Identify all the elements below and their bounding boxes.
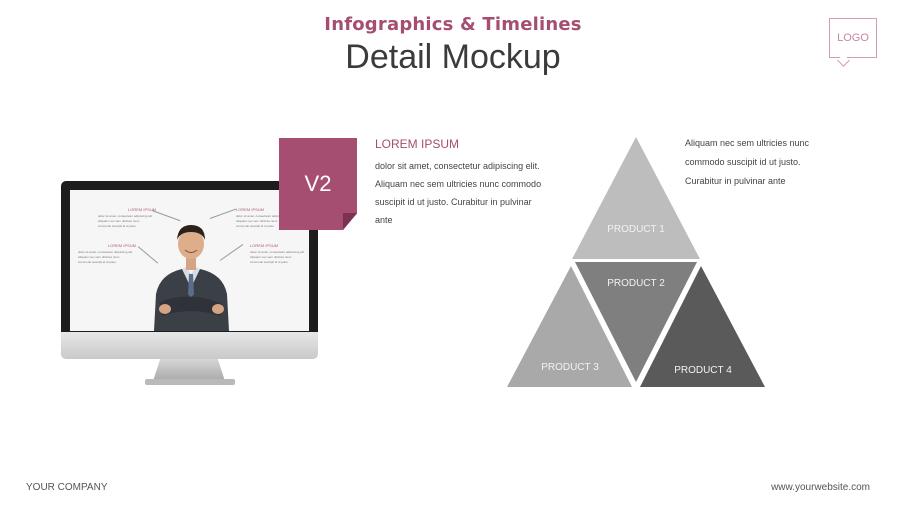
monitor-base [145,379,235,385]
screen-label-4: LOREM IPSUM [250,243,279,248]
screen-label-1: LOREM IPSUM [128,207,157,212]
businessman-photo [154,225,229,331]
footer-company: YOUR COMPANY [26,482,108,493]
monitor-neck [153,359,225,381]
product-3-triangle [507,266,632,387]
product-1-triangle [572,137,700,259]
product-4-label: PRODUCT 4 [674,365,732,376]
slide-header-subtitle: Infographics & Timelines [324,14,582,35]
product-4-triangle [640,266,765,387]
product-pyramid: PRODUCT 1 PRODUCT 2 PRODUCT 3 PRODUCT 4 [507,137,765,387]
logo: LOGO [829,18,877,58]
page-title: Detail Mockup [345,38,561,76]
monitor-bezel: LOREM IPSUM dolor sit amet, consectetur … [61,181,318,333]
monitor-screen: LOREM IPSUM dolor sit amet, consectetur … [70,190,309,331]
version-badge-label: V2 [304,171,332,196]
monitor-mockup: LOREM IPSUM dolor sit amet, consectetur … [61,181,318,385]
screen-text-1: dolor sit amet, consectetur adipiscing e… [98,214,153,228]
product-2-triangle [575,262,697,382]
product-2-label: PRODUCT 2 [607,278,665,289]
lorem-heading: LOREM IPSUM [375,137,460,151]
screen-text-2: dolor sit amet, consectetur adipiscing e… [236,214,291,228]
screen-label-2: LOREM IPSUM [236,207,265,212]
footer-website: www.yourwebsite.com [771,482,870,493]
screen-text-4: dolor sit amet, consectetur adipiscing e… [250,250,305,264]
lorem-body: dolor sit amet, consectetur adipiscing e… [375,161,542,225]
screen-label-3: LOREM IPSUM [108,243,137,248]
product-1-label: PRODUCT 1 [607,224,665,235]
screen-text-3: dolor sit amet, consectetur adipiscing e… [78,250,133,264]
pyramid-description: Aliquam nec sem ultricies nunc commodo s… [685,138,810,186]
monitor-chin [61,332,318,359]
product-3-label: PRODUCT 3 [541,362,599,373]
